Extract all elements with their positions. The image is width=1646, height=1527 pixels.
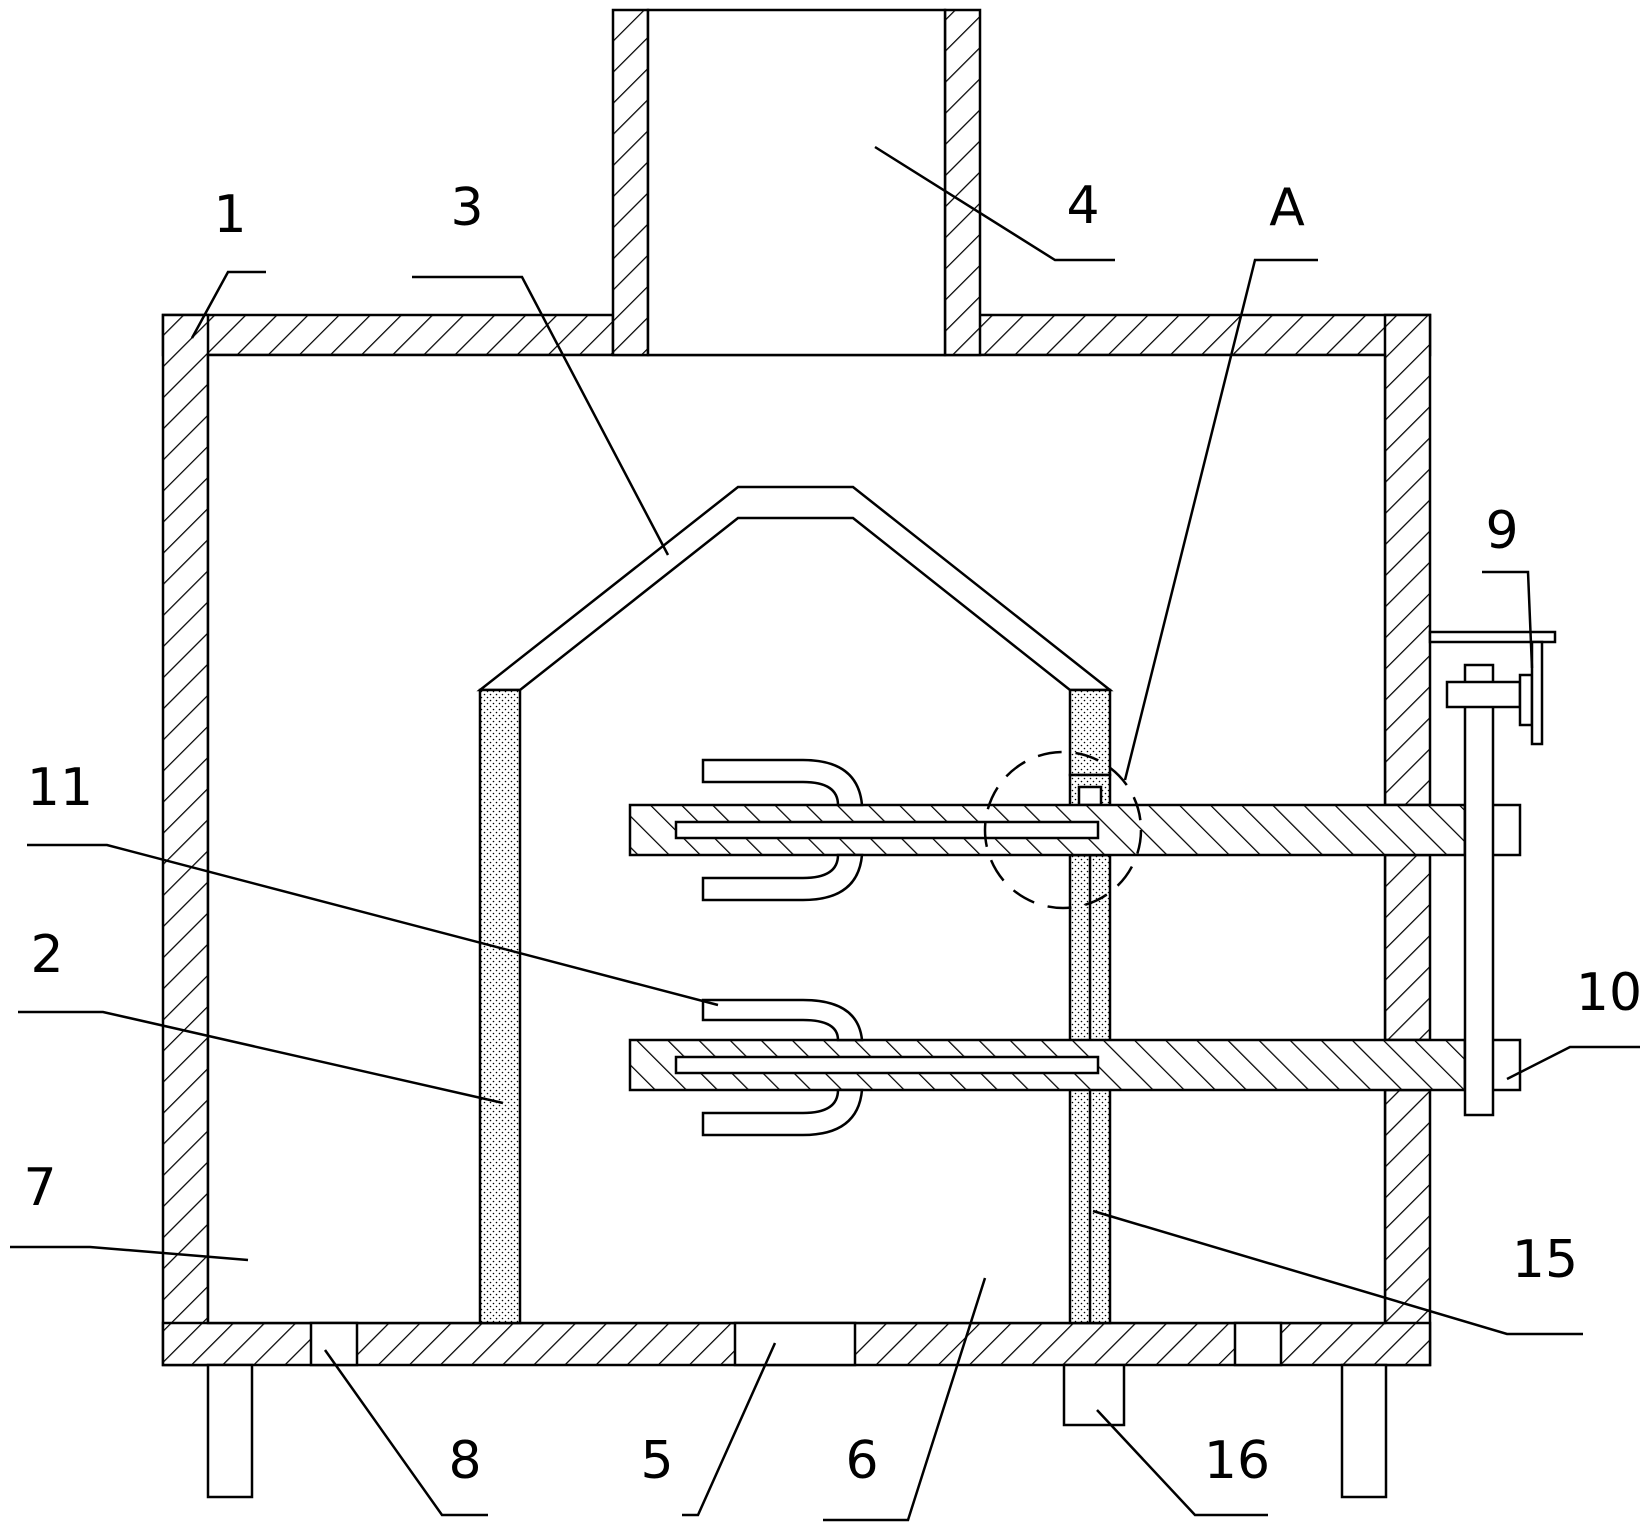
label-15: 15	[1512, 1230, 1578, 1290]
chimney-right-wall	[943, 8, 982, 357]
chamber-left-wall	[478, 688, 522, 1325]
leader-2	[18, 1010, 504, 1105]
housing-left-wall	[161, 313, 210, 1367]
label-16: 16	[1204, 1431, 1270, 1491]
label-9: 9	[1485, 501, 1518, 561]
leader-16	[1096, 1409, 1268, 1517]
leg-right	[1340, 1363, 1388, 1499]
label-10: 10	[1576, 963, 1642, 1023]
chimney-opening	[646, 8, 947, 357]
label-11: 11	[27, 758, 93, 818]
housing-top-wall-right	[943, 313, 1432, 357]
leader-7	[10, 1245, 249, 1262]
burner-pipe-upper-bore	[674, 820, 1100, 840]
leader-8	[323, 1349, 488, 1517]
leader-A	[1123, 258, 1318, 781]
detail-circle-a	[983, 750, 1143, 910]
label-7: 7	[23, 1158, 56, 1218]
burner-pipe-upper	[628, 758, 1522, 902]
label-1: 1	[213, 185, 246, 245]
leader-lines	[10, 145, 1640, 1522]
label-6: 6	[845, 1431, 878, 1491]
nozzle-upper-bottom	[701, 853, 864, 902]
leader-11	[27, 843, 719, 1007]
label-2: 2	[30, 925, 63, 985]
leader-10	[1506, 1045, 1640, 1081]
chimney-left-wall	[611, 8, 650, 357]
leader-5	[682, 1342, 777, 1517]
nozzle-lower-bottom	[701, 1088, 864, 1137]
mounting-plate	[1463, 663, 1495, 1117]
label-3: 3	[450, 178, 483, 238]
mounting-assembly	[1428, 630, 1557, 1117]
chamber-right-wall-upper	[1068, 688, 1112, 777]
chimney	[611, 8, 982, 357]
valve-stem	[1445, 680, 1522, 709]
burner-pipe-lower-bore	[674, 1055, 1100, 1075]
leader-9	[1482, 570, 1534, 669]
pipe-connector	[1077, 785, 1103, 807]
reference-labels: 1 3 4 A 9 11 2 7 10 15 8 5 6 16	[23, 176, 1642, 1491]
valve-handle	[1530, 640, 1544, 746]
valve-body	[1518, 673, 1534, 727]
label-A: A	[1269, 178, 1305, 238]
leader-6	[823, 1277, 987, 1522]
burner-pipe-lower	[628, 998, 1522, 1137]
leader-3	[412, 275, 670, 556]
housing-right-wall-upper	[1383, 313, 1432, 807]
leader-15	[1092, 1209, 1583, 1336]
drain-outlet	[1062, 1363, 1126, 1427]
nozzle-lower-top	[701, 998, 864, 1042]
leader-1	[190, 270, 266, 339]
label-5: 5	[640, 1431, 673, 1491]
bottom-vent-center	[733, 1321, 857, 1367]
leader-4	[874, 145, 1115, 262]
housing-right-wall-middle	[1383, 853, 1432, 1042]
bottom-vent-left	[309, 1321, 359, 1367]
bottom-vent-right	[1233, 1321, 1283, 1367]
support-bar	[1428, 630, 1557, 644]
nozzle-upper-top	[701, 758, 864, 807]
leg-left	[206, 1363, 254, 1499]
label-4: 4	[1066, 176, 1099, 236]
label-8: 8	[448, 1431, 481, 1491]
